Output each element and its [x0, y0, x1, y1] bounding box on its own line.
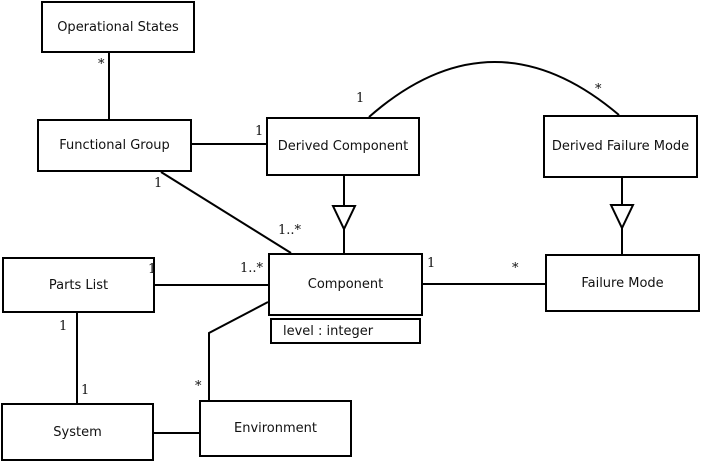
multiplicity-failure-mode-end: * [512, 261, 519, 276]
multiplicity-derived-failure-mode-arc-end: * [595, 82, 602, 97]
class-box-component-name: Component [268, 253, 423, 316]
multiplicity-parts-list-end-system: 1 [59, 319, 68, 334]
multiplicity-component-end-from-parts-list: 1..* [240, 261, 264, 276]
multiplicity-derived-component-arc-end: 1 [356, 91, 365, 106]
multiplicity-system-end: 1 [81, 383, 90, 398]
class-box-parts-list: Parts List [2, 257, 155, 313]
multiplicity-parts-list-end-component: 1 [148, 262, 157, 277]
class-box-derived-failure-mode: Derived Failure Mode [543, 115, 698, 178]
multiplicity-functional-group-end: 1 [154, 176, 163, 191]
generalization-arrow-failure-mode [609, 204, 635, 231]
class-box-environment: Environment [199, 400, 352, 457]
generalization-arrow-component [331, 205, 357, 232]
multiplicity-component-end-from-failure-mode: 1 [427, 256, 436, 271]
edge-derived-component-derived-failure-mode [368, 61, 620, 118]
class-box-functional-group: Functional Group [37, 119, 192, 172]
class-box-system: System [1, 403, 154, 461]
edge-component-environment [208, 301, 269, 400]
class-box-operational-states: Operational States [41, 1, 195, 53]
multiplicity-environment-end: * [195, 379, 202, 394]
multiplicity-derived-component-end: 1 [255, 124, 264, 139]
multiplicity-component-end-from-functional-group: 1..* [278, 223, 302, 238]
class-box-derived-component: Derived Component [266, 117, 420, 176]
multiplicity-operational-states-end: * [98, 57, 105, 72]
edge-functional-group-component [160, 171, 292, 254]
class-box-component-attributes: level : integer [270, 318, 421, 344]
class-box-failure-mode: Failure Mode [545, 254, 700, 312]
